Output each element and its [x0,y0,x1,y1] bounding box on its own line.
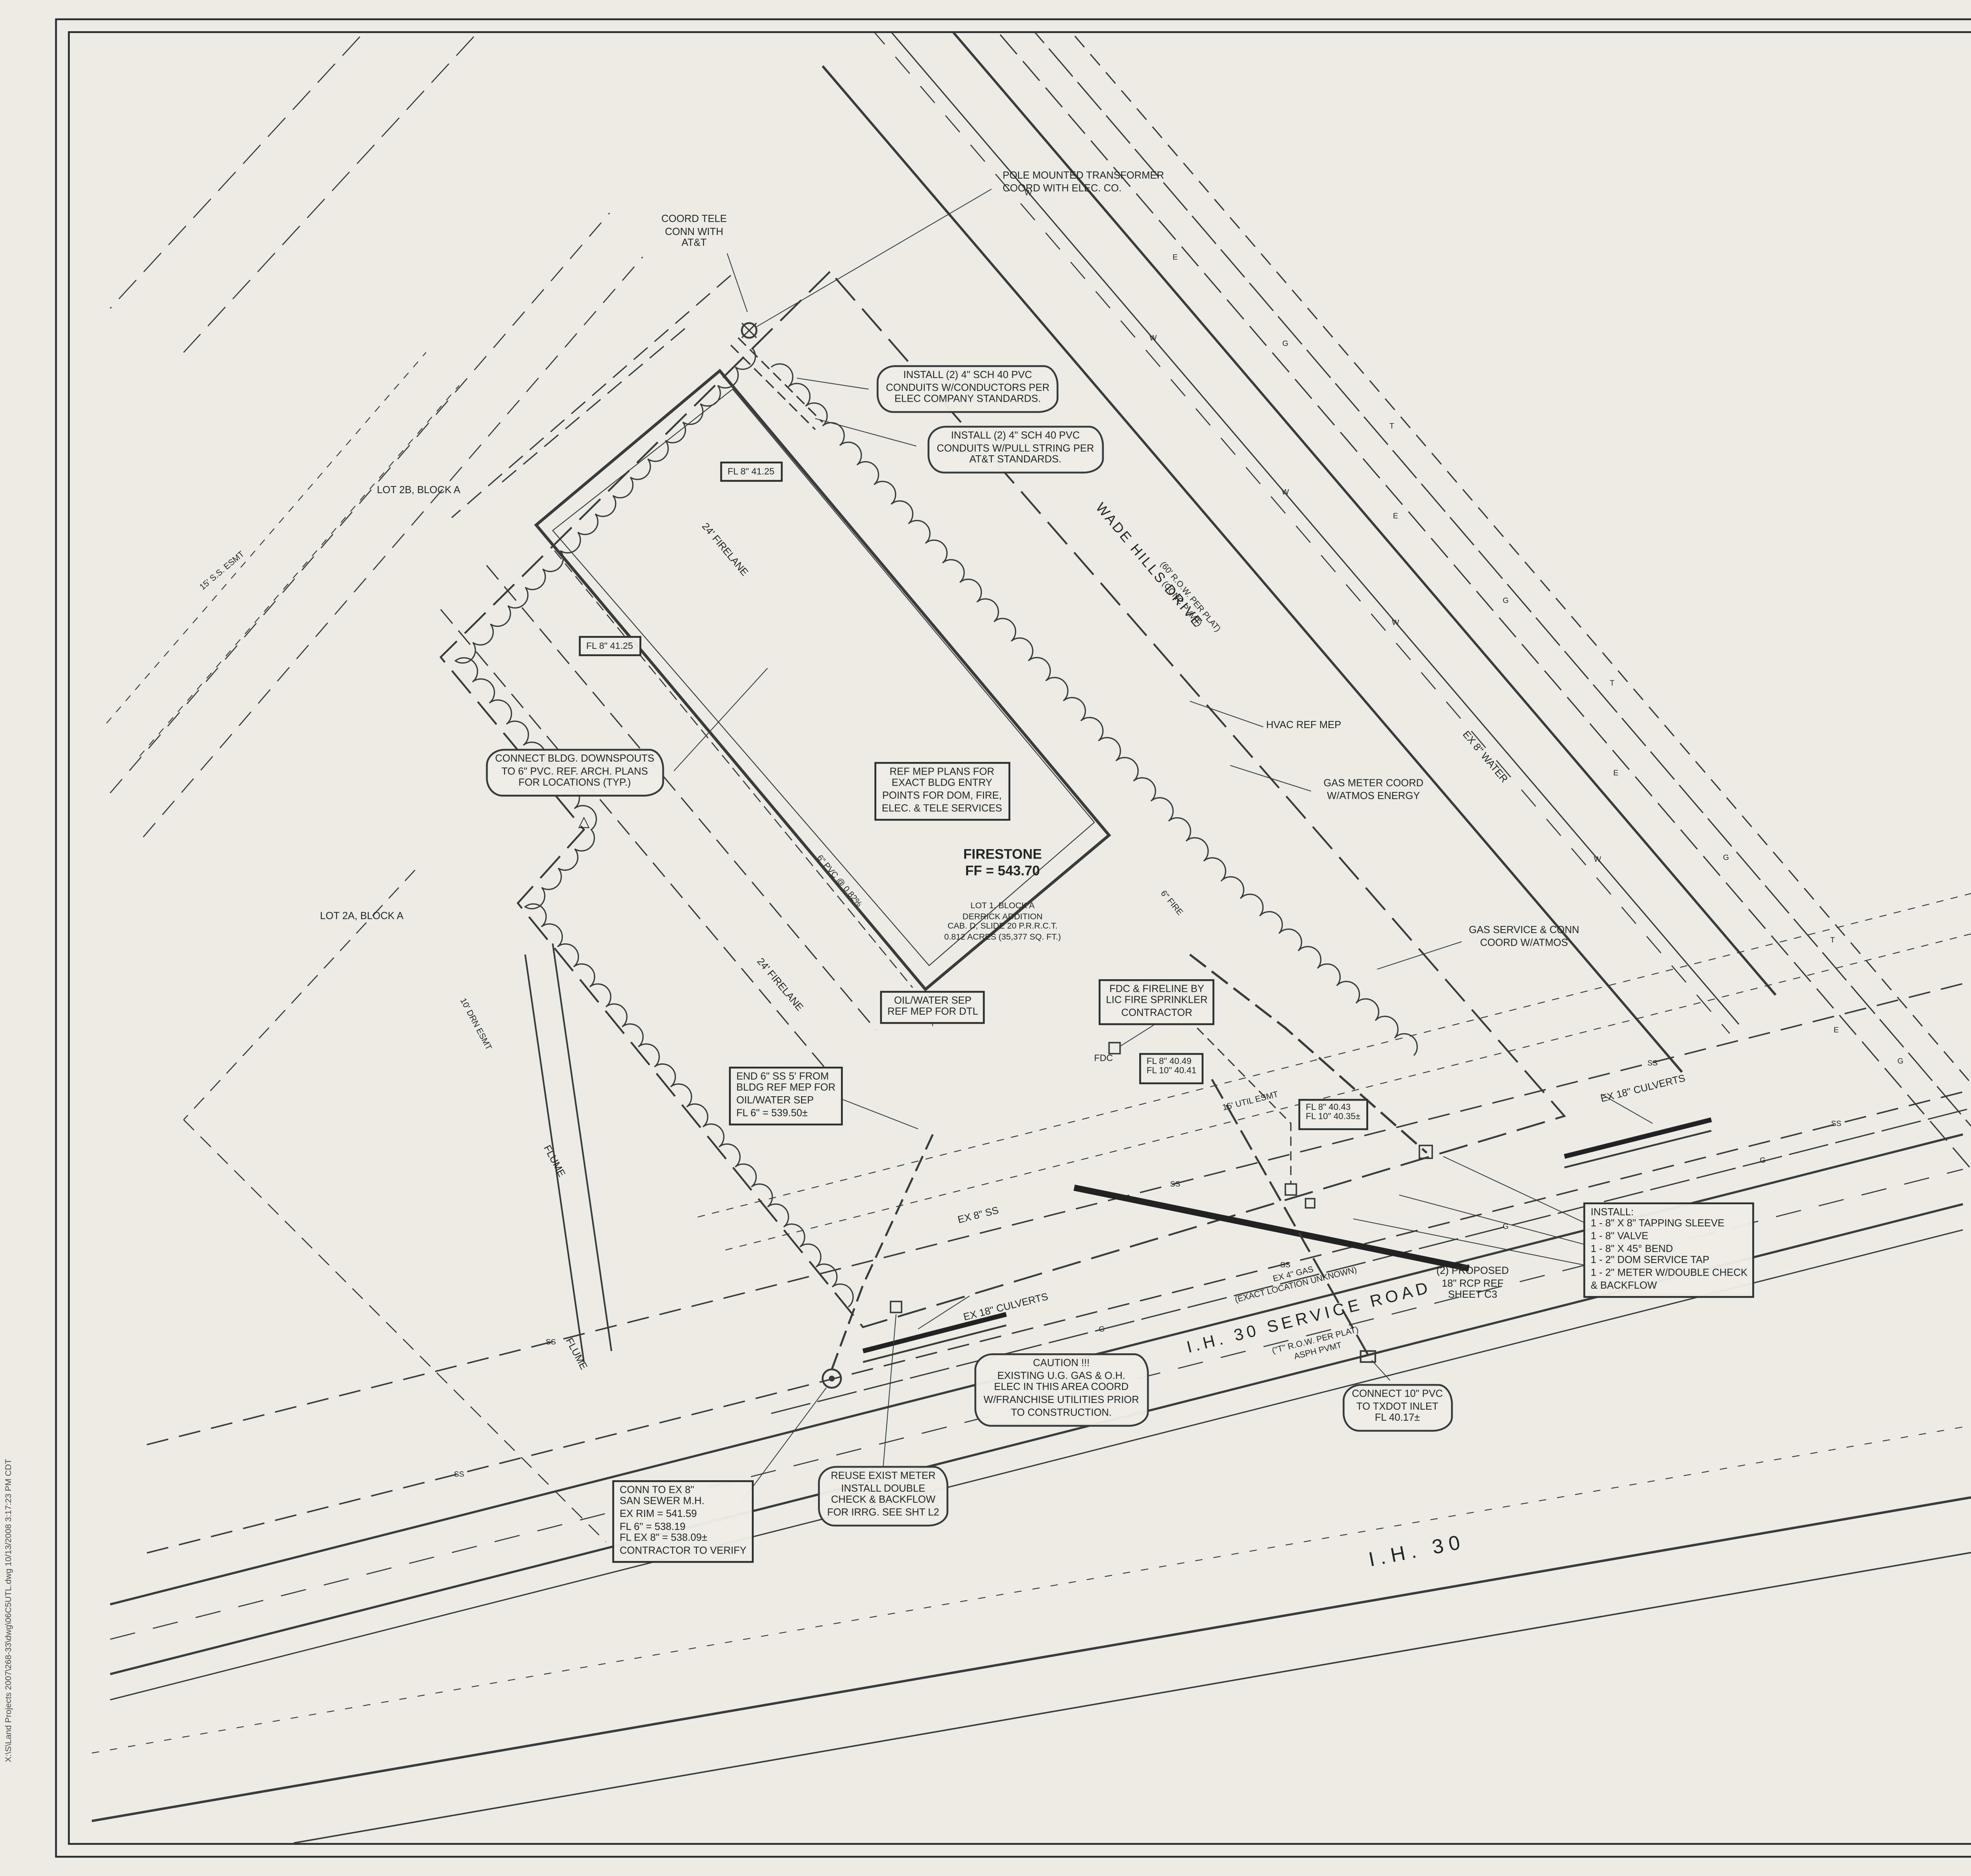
label-fl-8-4125-b: FL 8" 41.25 [579,636,641,656]
line-letter-w: W [1149,333,1157,343]
callout-connect-txdot: CONNECT 10" PVC TO TXDOT INLET FL 40.17± [1343,1384,1452,1432]
line-letter-w: W [1282,487,1289,497]
callout-install-conduits-att: INSTALL (2) 4" SCH 40 PVC CONDUITS W/PUL… [928,426,1103,474]
label-fl-4049: FL 8" 40.49 FL 10" 40.41 [1139,1053,1204,1084]
line-letter-g: G [1099,1324,1105,1334]
callout-conn-mh: CONN TO EX 8" SAN SEWER M.H. EX RIM = 54… [612,1480,754,1563]
callout-gas-meter: GAS METER COORD W/ATMOS ENERGY [1323,779,1423,802]
line-letter-e: E [1393,511,1398,520]
line-letter-ss: SS [454,1469,464,1479]
label-drn-esmt: 10' DRN ESMT [458,996,494,1052]
line-letter-ss: SS [546,1337,556,1347]
line-letter-ss: SS [1831,1118,1842,1128]
label-wade-hills-row: (60' R.O.W. PER PLAT) (CONC PVMT) [1158,559,1223,634]
line-letter-w: W [1025,188,1032,197]
callout-install-conduits-elec: INSTALL (2) 4" SCH 40 PVC CONDUITS W/CON… [876,365,1059,413]
label-ex18-culverts-e: EX 18" CULVERTS [1600,1074,1687,1106]
line-letter-w: W [1392,617,1399,627]
callout-connect-downspouts: CONNECT BLDG. DOWNSPOUTS TO 6" PVC. REF.… [486,749,664,797]
line-letter-g: G [1282,338,1289,348]
label-fl-8-4125-a: FL 8" 41.25 [720,461,782,482]
label-util-esmt: 15' UTIL ESMT [1221,1089,1279,1112]
label-fdc: FDC [1094,1053,1113,1065]
line-letter-g: G [1723,852,1729,862]
line-letter-g: G [1760,1155,1766,1165]
label-firestone: FIRESTONE FF = 543.70 [963,846,1042,879]
label-flume-n: FLUME [540,1144,566,1179]
label-firelane-s: 24' FIRELANE [754,957,805,1014]
line-letter-t: T [1389,421,1394,430]
callout-ref-mep-entry: REF MEP PLANS FOR EXACT BLDG ENTRY POINT… [874,762,1010,821]
label-lot2a: LOT 2A, BLOCK A [320,911,404,923]
line-letter-g: G [1502,595,1509,605]
callout-fdc-fireline: FDC & FIRELINE BY LIC FIRE SPRINKLER CON… [1099,979,1215,1025]
callout-caution-area: CAUTION !!! EXISTING U.G. GAS & O.H. ELE… [974,1353,1148,1426]
label-6fire: 6" FIRE [1159,889,1185,917]
line-letter-ss: SS [1647,1058,1658,1067]
callout-coord-tele: COORD TELE CONN WITH AT&T [661,214,727,250]
line-letter-ss: SS [1170,1179,1181,1189]
callout-pole-transformer: POLE MOUNTED TRANSFORMER COORD WITH ELEC… [1002,171,1164,195]
line-letter-g: G [1502,1221,1509,1231]
label-ih30: I.H. 30 [1367,1531,1468,1572]
label-flume-s: FLUME [562,1336,589,1372]
line-letter-w: W [1594,854,1601,864]
callout-gas-service: GAS SERVICE & CONN COORD W/ATMOS [1469,926,1580,949]
line-letter-e: E [1613,768,1619,777]
line-letter-ss: SS [1280,1260,1291,1269]
plot-file-path: X:\S\Land Projects 2007\268-33\dwg\06C5U… [4,1459,13,1762]
label-ex18-culverts-w: EX 18" CULVERTS [962,1292,1050,1324]
line-letter-e: E [1833,1025,1839,1034]
label-ss-esmt: 15' S.S. ESMT [197,549,246,592]
label-ex8-water: EX 8" WATER [1459,730,1509,786]
callout-oil-water-sep: OIL/WATER SEP REF MEP FOR DTL [880,991,986,1025]
line-letter-g: G [1897,1056,1904,1066]
line-letter-e: E [1172,252,1178,262]
label-6pvc: 6" PVC @ 0.82% [815,853,864,909]
label-lot1: LOT 1, BLOCK A DERRICK ADDITION CAB. D, … [944,901,1061,941]
callout-install-list: INSTALL: 1 - 8" X 8" TAPPING SLEEVE 1 - … [1583,1202,1755,1298]
label-fl-4043: FL 8" 40.43 FL 10" 40.35± [1298,1099,1368,1130]
label-ex4-gas: EX 4" GAS (EXACT LOCATION UNKNOWN) [1233,1264,1358,1304]
line-letter-t: T [1610,678,1615,687]
callout-proposed-rcp: (2) PROPOSED 18" RCP REF SHEET C3 [1436,1266,1509,1302]
label-lot2b: LOT 2B, BLOCK A [377,486,460,497]
label-ex8-ss: EX 8" SS [957,1206,1000,1227]
warning-triangle-icon: △ [578,813,590,830]
label-firelane-n: 24' FIRELANE [699,522,749,579]
callout-end-ss: END 6" SS 5' FROM BLDG REF MEP FOR OIL/W… [729,1066,843,1125]
callout-reuse-meter: REUSE EXIST METER INSTALL DOUBLE CHECK &… [818,1466,948,1526]
label-hvac: HVAC REF MEP [1266,721,1341,732]
line-letter-t: T [1830,935,1835,945]
